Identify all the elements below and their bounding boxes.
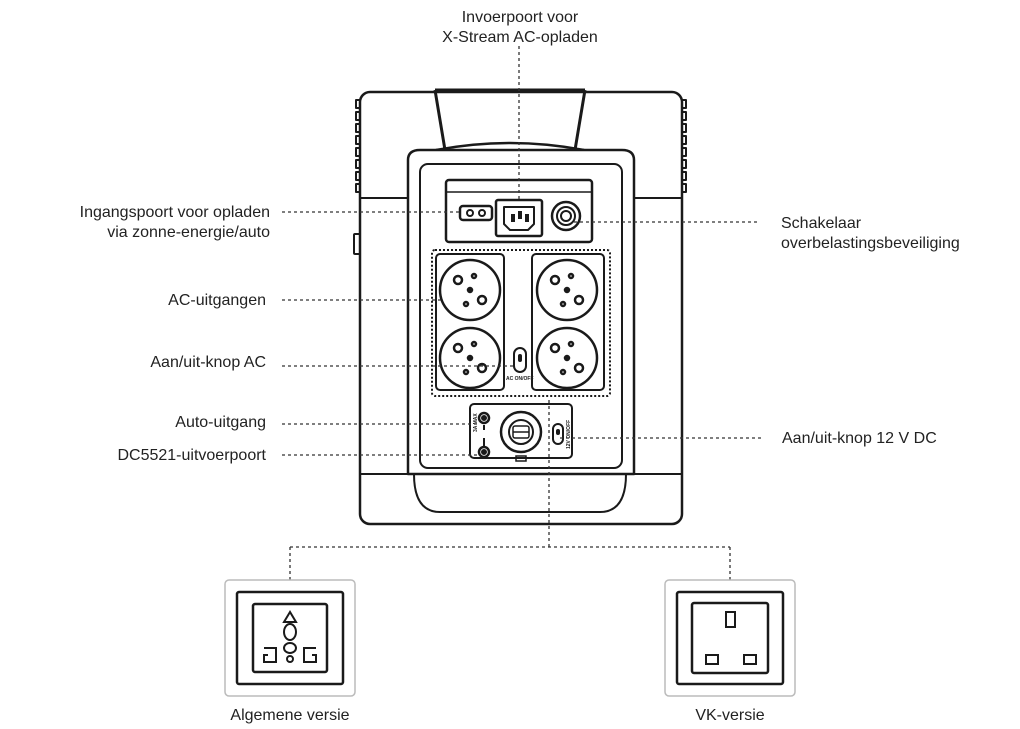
solar-input-port: [458, 204, 494, 222]
label-top-input: Invoerpoort voor X-Stream AC-opladen: [400, 8, 640, 48]
label-solar-input-line2: via zonne-energie/auto: [107, 224, 270, 241]
outlet-2: [535, 258, 599, 322]
label-dc-switch: Aan/uit-knop 12 V DC: [782, 430, 937, 447]
label-ac-outputs: AC-uitgangen: [168, 292, 266, 309]
label-uk-version: VK-versie: [695, 707, 765, 724]
label-solar-input: Ingangspoort voor opladen via zonne-ener…: [0, 203, 270, 243]
label-ac-switch: Aan/uit-knop AC: [150, 354, 266, 371]
ac-input-port: [494, 198, 544, 238]
dc5521-port: [477, 445, 491, 459]
max-text: 3A MAX: [473, 413, 479, 432]
label-overload-line1: Schakelaar: [781, 215, 862, 232]
outlet-4: [535, 326, 599, 390]
ac-on-off-text: AC ON/OFF: [506, 376, 534, 382]
label-top-input-line1: Invoerpoort voor: [461, 9, 579, 26]
dc-section: [469, 403, 573, 459]
overload-switch: [550, 200, 582, 232]
dc-switch: [552, 423, 564, 445]
ac-switch: [513, 347, 527, 373]
outlet-1: [438, 258, 502, 322]
label-top-input-line2: X-Stream AC-opladen: [442, 29, 598, 46]
ac-outlet-area: [431, 249, 611, 397]
right-grip: [682, 99, 687, 193]
car-socket: [499, 410, 543, 454]
uk-plug-box: [664, 579, 796, 697]
label-overload-line2: overbelastingsbeveiliging: [781, 235, 960, 252]
usb-port-top: [477, 411, 491, 425]
left-grip: [355, 99, 360, 193]
label-dc5521: DC5521-uitvoerpoort: [117, 447, 266, 464]
label-solar-input-line1: Ingangspoort voor opladen: [79, 204, 270, 221]
label-car-output: Auto-uitgang: [175, 414, 266, 431]
label-overload-switch: Schakelaar overbelastingsbeveiliging: [781, 214, 960, 254]
device-body: [358, 90, 684, 526]
dc-on-off-text: 12V ON/OFF: [566, 419, 572, 449]
outlet-3: [438, 326, 502, 390]
universal-plug-box: [224, 579, 356, 697]
label-universal-version: Algemene versie: [230, 707, 350, 724]
handle: [433, 88, 587, 151]
ac-outlets: [438, 258, 599, 390]
